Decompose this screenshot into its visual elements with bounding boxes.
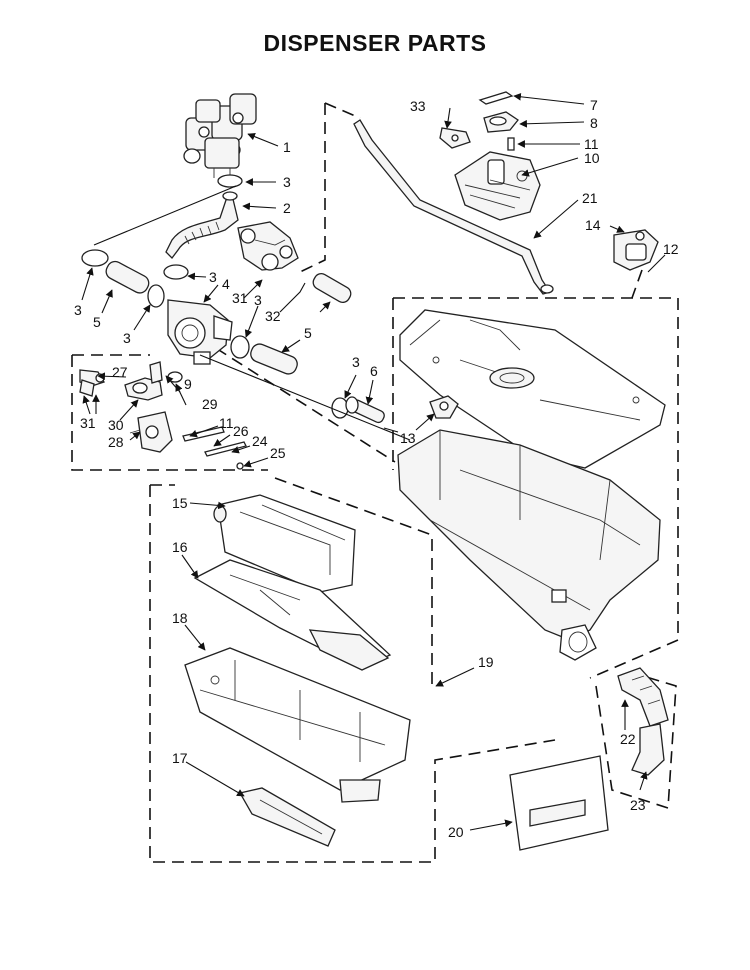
callout-3d: 3 — [123, 330, 131, 346]
callout-6: 6 — [370, 363, 378, 379]
callout-27: 27 — [112, 364, 128, 380]
callout-20: 20 — [448, 824, 464, 840]
callout-14: 14 — [585, 217, 601, 233]
callout-3b: 3 — [74, 302, 82, 318]
siphon-plate-part-16 — [193, 559, 392, 671]
callout-31b: 31 — [80, 415, 96, 431]
drawer-handle-part-17 — [239, 787, 336, 847]
callout-4: 4 — [222, 276, 230, 292]
callout-33: 33 — [410, 98, 426, 114]
pressure-switch-part-14 — [613, 229, 659, 271]
callout-31a: 31 — [232, 290, 248, 306]
bracket-assembly-part-10 — [454, 151, 541, 221]
callout-15: 15 — [172, 495, 188, 511]
callout-10: 10 — [584, 150, 600, 166]
callout-5b: 5 — [304, 325, 312, 341]
dispenser-tray-lid-part-15 — [213, 494, 356, 593]
callout-5a: 5 — [93, 314, 101, 330]
dashed-group-outlines — [71, 102, 679, 863]
valve-cap-part-13 — [429, 395, 459, 419]
callout-2: 2 — [283, 200, 291, 216]
tube-part-21 — [353, 119, 554, 295]
callout-16: 16 — [172, 539, 188, 555]
callout-3a: 3 — [283, 174, 291, 190]
dispenser-drawer-part-18 — [184, 647, 411, 803]
hose-clamps-part-3 — [81, 174, 349, 419]
small-parts-group — [79, 361, 247, 470]
callout-9: 9 — [184, 376, 192, 392]
callout-8: 8 — [590, 115, 598, 131]
callout-21: 21 — [582, 190, 598, 206]
callout-25: 25 — [270, 445, 286, 461]
callout-19: 19 — [478, 654, 494, 670]
callout-24: 24 — [252, 433, 268, 449]
callout-18: 18 — [172, 610, 188, 626]
drain-hoses-parts-22-23 — [617, 667, 669, 776]
inlet-fitting-part-4 — [167, 299, 233, 365]
page-title: DISPENSER PARTS — [263, 30, 487, 56]
dispenser-housing-tub — [397, 429, 661, 661]
callout-3f: 3 — [352, 354, 360, 370]
water-inlet-valve-part-1 — [183, 93, 257, 178]
callout-3c: 3 — [209, 269, 217, 285]
dispenser-housing-cover — [399, 309, 666, 469]
fill-hose-part-2 — [165, 191, 239, 259]
hose-part-32 — [312, 272, 352, 304]
callout-17: 17 — [172, 750, 188, 766]
callout-11b: 11 — [219, 415, 234, 431]
drawer-front-panel-part-20 — [509, 755, 609, 851]
callout-29: 29 — [202, 396, 218, 412]
callout-30: 30 — [108, 417, 124, 433]
callout-3e: 3 — [254, 292, 262, 308]
callout-22: 22 — [620, 731, 636, 747]
callout-13: 13 — [400, 430, 416, 446]
callout-26: 26 — [233, 423, 249, 439]
elbow-fitting-part-6 — [345, 396, 385, 424]
callout-11a: 11 — [584, 136, 599, 152]
part-number-labels: 1 3 2 3 5 3 4 3 31 3 32 5 3 6 33 7 8 11 … — [74, 97, 679, 840]
callout-28: 28 — [108, 434, 124, 450]
callout-1: 1 — [283, 139, 291, 155]
callout-32: 32 — [265, 308, 281, 324]
callout-12: 12 — [663, 241, 679, 257]
connector-lines — [93, 185, 411, 441]
callout-7: 7 — [590, 97, 598, 113]
secondary-valve-part-31 — [237, 221, 299, 271]
callout-23: 23 — [630, 797, 646, 813]
leader-lines — [81, 92, 666, 831]
top-small-parts — [439, 91, 519, 151]
hose-sections-part-5 — [105, 260, 298, 375]
